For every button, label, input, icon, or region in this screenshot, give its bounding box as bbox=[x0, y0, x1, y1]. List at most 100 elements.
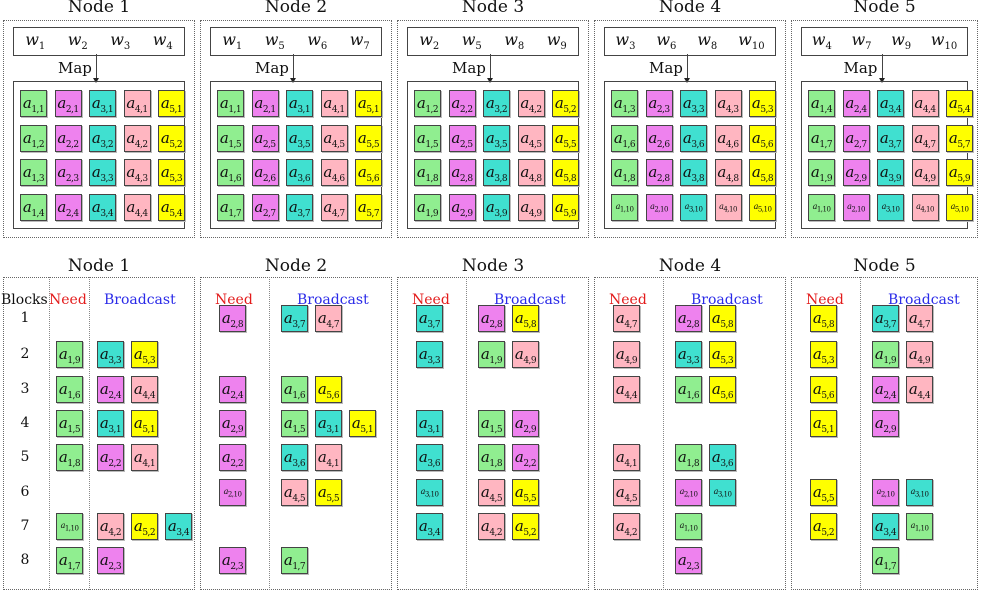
worker-label: w3 bbox=[110, 30, 131, 53]
block-a-4-3: a4,3 bbox=[714, 90, 742, 117]
block-a-3-3: a3,3 bbox=[97, 341, 124, 368]
block-a-2-3: a2,3 bbox=[675, 547, 702, 574]
block-a-2-4: a2,4 bbox=[97, 376, 124, 403]
worker-label: w6 bbox=[307, 30, 328, 53]
need-header: Need bbox=[609, 292, 647, 308]
block-a-5-5: a5,5 bbox=[552, 124, 579, 152]
worker-label: w1 bbox=[25, 30, 46, 53]
worker-label: w3 bbox=[615, 30, 636, 53]
block-a-1-6: a1,6 bbox=[611, 124, 638, 152]
map-arrow-icon bbox=[877, 54, 886, 83]
block-a-1-6: a1,6 bbox=[675, 376, 702, 403]
block-a-4-4: a4,4 bbox=[613, 376, 640, 403]
block-a-3-3: a3,3 bbox=[89, 159, 116, 186]
need-header: Need bbox=[215, 292, 253, 308]
broadcast-header: Broadcast bbox=[297, 292, 369, 308]
block-a-5-2: a5,2 bbox=[552, 90, 579, 117]
block-a-2-5: a2,5 bbox=[448, 124, 476, 152]
block-a-3-1: a3,1 bbox=[286, 90, 313, 117]
block-a-5-5: a5,5 bbox=[512, 479, 539, 506]
block-a-2-4: a2,4 bbox=[219, 376, 246, 403]
block-a-3-3: a3,3 bbox=[675, 341, 702, 368]
block-a-1-4: a1,4 bbox=[808, 90, 835, 117]
block-a-1-5: a1,5 bbox=[414, 124, 441, 152]
block-a-3-1: a3,1 bbox=[315, 410, 342, 437]
block-a-2-1: a2,1 bbox=[251, 90, 279, 117]
block-a-1-7: a1,7 bbox=[56, 547, 83, 574]
block-a-1-9: a1,9 bbox=[414, 193, 441, 221]
block-a-4-3: a4,3 bbox=[123, 159, 151, 186]
block-a-3-2: a3,2 bbox=[483, 90, 510, 117]
block-a-5-3: a5,3 bbox=[810, 341, 837, 368]
worker-label: w4 bbox=[811, 30, 832, 53]
block-a-3-5: a3,5 bbox=[286, 124, 313, 152]
block-a-3-4: a3,4 bbox=[165, 513, 192, 540]
block-a-3-3: a3,3 bbox=[416, 341, 443, 368]
block-a-2-9: a2,9 bbox=[219, 410, 246, 437]
block-a-1-6: a1,6 bbox=[56, 376, 83, 403]
block-a-2-2: a2,2 bbox=[219, 444, 246, 471]
broadcast-header: Broadcast bbox=[104, 292, 176, 308]
block-a-1-7: a1,7 bbox=[217, 193, 244, 221]
broadcast-header: Broadcast bbox=[888, 292, 960, 308]
worker-label: w10 bbox=[738, 30, 765, 53]
need-header: Need bbox=[806, 292, 844, 308]
block-a-2-9: a2,9 bbox=[872, 410, 899, 437]
block-a-4-1: a4,1 bbox=[613, 444, 640, 471]
worker-label: w9 bbox=[546, 30, 567, 53]
block-a-4-7: a4,7 bbox=[911, 124, 939, 152]
block-a-2-2: a2,2 bbox=[97, 444, 124, 471]
node-title: Node 5 bbox=[853, 0, 916, 17]
block-a-3-6: a3,6 bbox=[286, 159, 313, 186]
block-a-5-6: a5,6 bbox=[355, 159, 382, 186]
block-a-3-9: a3,9 bbox=[877, 159, 904, 186]
block-a-4-1: a4,1 bbox=[315, 444, 342, 471]
block-a-2-8: a2,8 bbox=[645, 159, 673, 186]
block-a-5-4: a5,4 bbox=[158, 193, 185, 221]
worker-label: w2 bbox=[67, 30, 88, 53]
block-a-2-10: a2,10 bbox=[675, 479, 702, 506]
block-a-2-10: a2,10 bbox=[872, 479, 899, 506]
block-a-5-2: a5,2 bbox=[810, 513, 837, 540]
block-a-1-5: a1,5 bbox=[217, 124, 244, 152]
broadcast-header: Broadcast bbox=[494, 292, 566, 308]
worker-label: w4 bbox=[152, 30, 173, 53]
block-a-2-8: a2,8 bbox=[448, 159, 476, 186]
block-a-3-9: a3,9 bbox=[483, 193, 510, 221]
block-a-3-10: a3,10 bbox=[906, 479, 933, 506]
block-a-4-7: a4,7 bbox=[320, 193, 348, 221]
worker-label: w8 bbox=[504, 30, 525, 53]
block-a-5-1: a5,1 bbox=[131, 410, 158, 437]
column-divider bbox=[269, 277, 270, 590]
block-a-3-1: a3,1 bbox=[416, 410, 443, 437]
worker-label: w7 bbox=[349, 30, 370, 53]
node-panel bbox=[791, 277, 978, 590]
block-a-2-4: a2,4 bbox=[872, 376, 899, 403]
block-a-2-9: a2,9 bbox=[842, 159, 870, 186]
block-a-5-2: a5,2 bbox=[512, 513, 539, 540]
block-a-2-7: a2,7 bbox=[842, 124, 870, 152]
block-a-3-10: a3,10 bbox=[877, 193, 904, 221]
block-number: 4 bbox=[20, 415, 30, 431]
map-arrow-icon bbox=[485, 54, 495, 83]
block-a-2-2: a2,2 bbox=[512, 444, 539, 471]
block-a-4-9: a4,9 bbox=[517, 193, 545, 221]
block-a-5-2: a5,2 bbox=[158, 124, 185, 152]
block-a-2-6: a2,6 bbox=[251, 159, 279, 186]
node-panel bbox=[397, 277, 589, 590]
block-a-3-6: a3,6 bbox=[709, 444, 736, 471]
column-divider bbox=[466, 277, 467, 590]
block-a-3-6: a3,6 bbox=[281, 444, 308, 471]
block-a-1-1: a1,1 bbox=[217, 90, 244, 117]
block-a-3-7: a3,7 bbox=[877, 124, 904, 152]
block-a-1-7: a1,7 bbox=[872, 547, 899, 574]
worker-label: w5 bbox=[264, 30, 285, 53]
block-a-1-8: a1,8 bbox=[675, 444, 702, 471]
block-a-4-9: a4,9 bbox=[911, 159, 939, 186]
block-a-4-4: a4,4 bbox=[906, 376, 933, 403]
block-a-5-5: a5,5 bbox=[315, 479, 342, 506]
block-a-1-8: a1,8 bbox=[478, 444, 505, 471]
worker-label: w10 bbox=[930, 30, 958, 53]
